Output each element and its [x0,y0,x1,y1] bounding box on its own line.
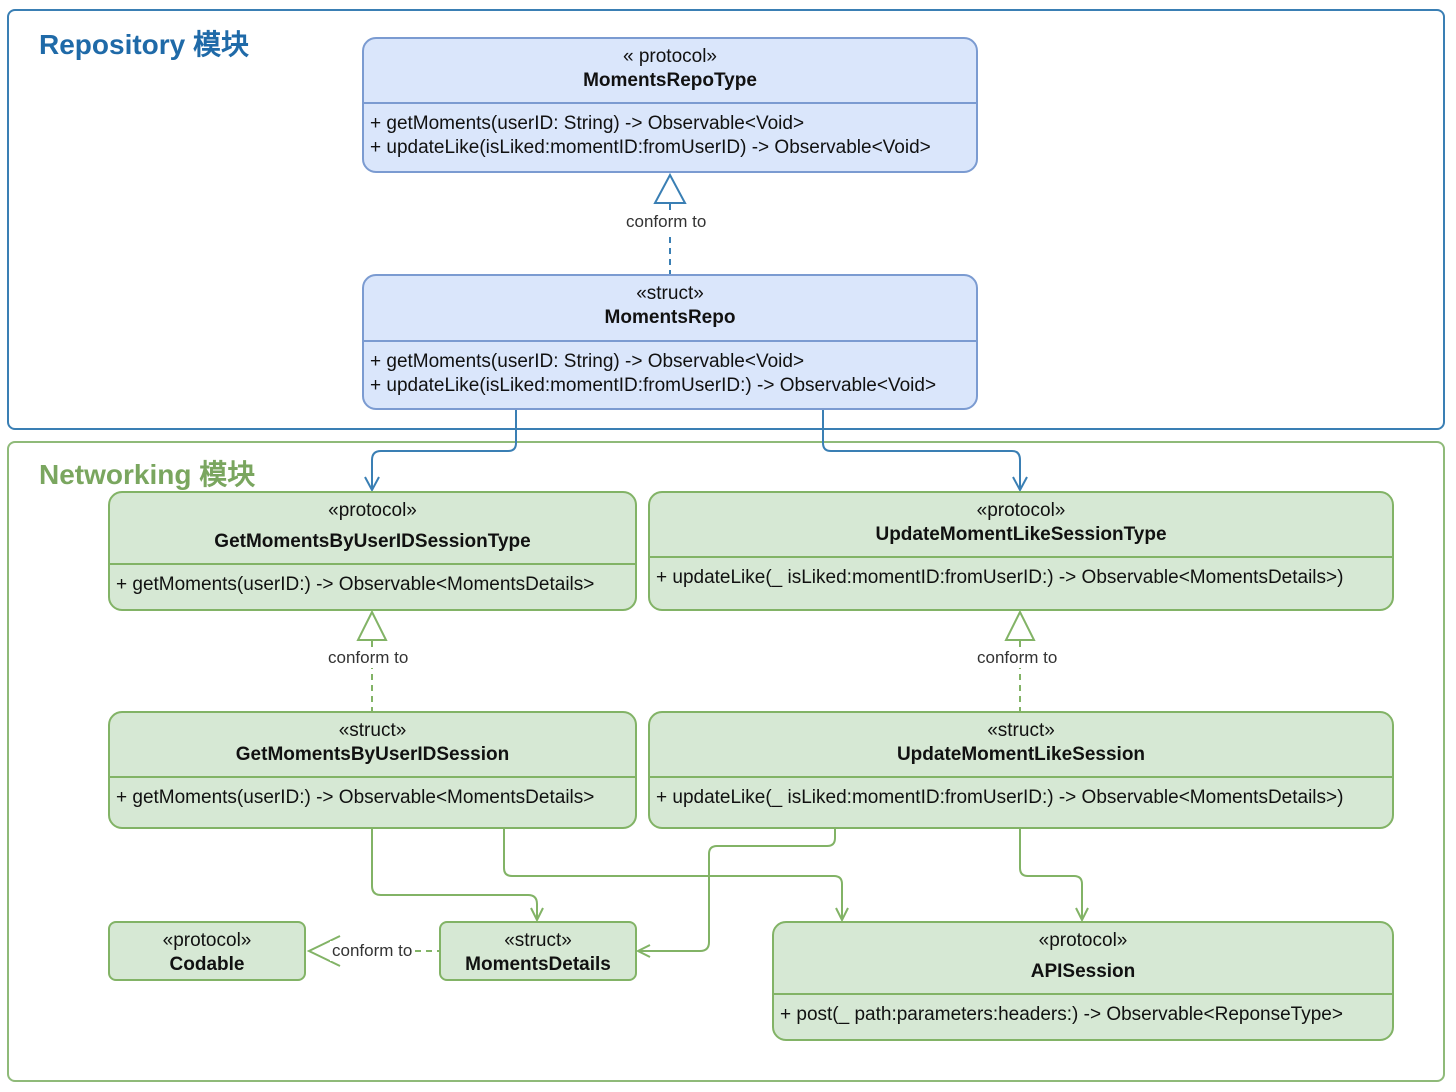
stereotype-label: «struct» [636,283,704,304]
dependency-arrowhead-update-to-api [1075,907,1089,923]
class-name: Codable [169,954,245,975]
method-update-like: + updateLike(isLiked:momentID:fromUserID… [370,137,931,158]
class-get-moments-session[interactable]: «struct» GetMomentsByUserIDSession + get… [108,711,637,829]
class-name: GetMomentsByUserIDSession [235,744,510,765]
class-update-like-session[interactable]: «struct» UpdateMomentLikeSession + updat… [648,711,1394,829]
dependency-arrowhead-update-to-details [635,944,651,958]
method-get-moments: + getMoments(userID:) -> Observable<Mome… [116,787,595,808]
conform-arrowhead-codable [306,935,341,967]
conform-label-update-session: conform to [975,648,1060,668]
dependency-arrowhead-get-session-type [364,476,380,493]
dependency-line-update-session-type [822,410,1021,488]
repository-module: Repository 模块 [7,9,1445,430]
dependency-line-update-to-api [1019,828,1083,918]
class-name: UpdateMomentLikeSession [896,744,1146,765]
stereotype-label: «protocol» [976,500,1066,521]
dependency-arrowhead-update-session-type [1012,476,1028,493]
method-get-moments: + getMoments(userID: String) -> Observab… [370,113,805,134]
method-update-like: + updateLike(_ isLiked:momentID:fromUser… [656,567,1344,588]
method-update-like: + updateLike(_ isLiked:momentID:fromUser… [656,787,1344,808]
method-update-like: + updateLike(isLiked:momentID:fromUserID… [370,375,937,396]
conform-arrowhead-update-session [1004,609,1036,641]
dependency-arrowhead-get-to-details [530,907,544,923]
conform-label-get-session: conform to [326,648,411,668]
class-update-like-session-type[interactable]: «protocol» UpdateMomentLikeSessionType +… [648,491,1394,611]
class-name: MomentsDetails [465,954,611,975]
networking-module: Networking 模块 [7,441,1445,1082]
class-moments-repo-type[interactable]: « protocol» MomentsRepoType + getMoments… [362,37,978,173]
class-name: MomentsRepo [604,307,736,328]
stereotype-label: «struct» [338,720,407,741]
repository-module-title: Repository 模块 [39,29,250,60]
class-moments-repo[interactable]: «struct» MomentsRepo + getMoments(userID… [362,274,978,410]
stereotype-label: «protocol» [162,930,252,951]
stereotype-label: «protocol» [328,500,417,521]
class-name: UpdateMomentLikeSessionType [875,524,1167,545]
dependency-line-update-to-details [639,828,836,952]
class-name: GetMomentsByUserIDSessionType [214,531,531,552]
conform-label-repo: conform to [624,212,709,232]
dependency-line-get-to-api [503,828,843,918]
conform-arrowhead-get-session [356,609,388,641]
class-api-session[interactable]: «protocol» APISession + post(_ path:para… [772,921,1394,1041]
class-name: MomentsRepoType [583,70,757,91]
stereotype-label: «protocol» [1038,930,1128,951]
networking-module-title: Networking 模块 [39,459,256,490]
conform-label-codable: conform to [330,941,415,961]
class-moments-details[interactable]: «struct» MomentsDetails [439,921,637,981]
dependency-line-get-session-type [371,410,517,488]
dependency-line-get-to-details [371,828,538,918]
stereotype-label: «struct» [504,930,572,951]
method-get-moments: + getMoments(userID:) -> Observable<Mome… [116,574,595,595]
dependency-arrowhead-get-to-api [835,907,849,923]
conform-arrowhead-repo [653,172,687,204]
class-codable[interactable]: «protocol» Codable [108,921,306,981]
method-get-moments: + getMoments(userID: String) -> Observab… [370,351,805,372]
class-name: APISession [1030,961,1136,982]
stereotype-label: «struct» [987,720,1055,741]
stereotype-label: « protocol» [622,46,717,67]
method-post: + post(_ path:parameters:headers:) -> Ob… [780,1004,1343,1025]
class-get-moments-session-type[interactable]: «protocol» GetMomentsByUserIDSessionType… [108,491,637,611]
